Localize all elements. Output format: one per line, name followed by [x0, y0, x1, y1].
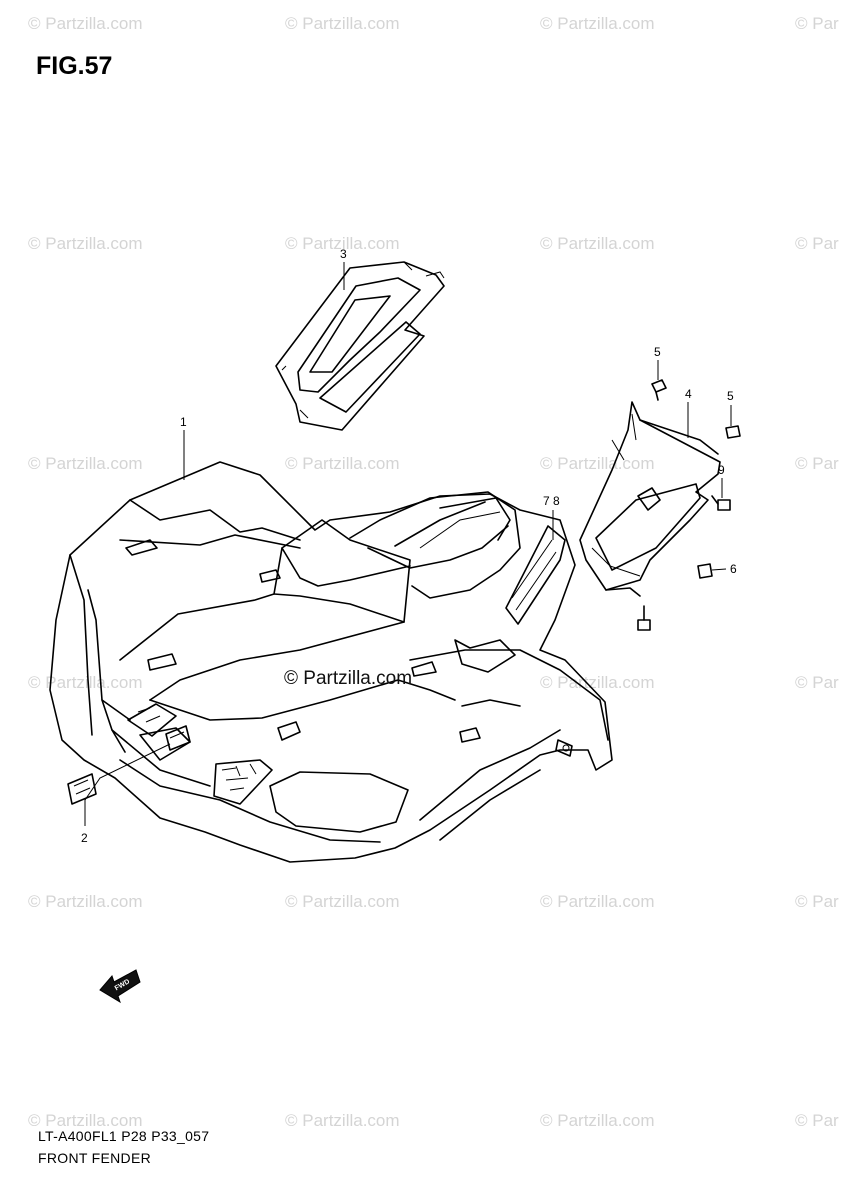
- watermark: © Partzilla.com: [28, 673, 143, 692]
- screw-6[interactable]: [697, 563, 713, 579]
- callout-4: 4: [685, 387, 692, 401]
- watermark: © Partzilla.com: [285, 892, 400, 911]
- watermark: © Partzilla.com: [285, 454, 400, 473]
- watermark: © Partzilla.com: [540, 892, 655, 911]
- watermark: © Partzilla.com: [285, 234, 400, 253]
- callout-3: 3: [340, 247, 347, 261]
- watermark: © Partzilla.com: [28, 14, 143, 33]
- watermark: © Par: [795, 234, 839, 253]
- screw-lower[interactable]: [637, 605, 651, 631]
- callout-6: 6: [730, 562, 737, 576]
- bolt-5-upper[interactable]: [651, 379, 667, 401]
- callout-5: 5: [727, 389, 734, 403]
- watermark: © Partzilla.com: [540, 1111, 655, 1130]
- watermark: © Partzilla.com: [28, 454, 143, 473]
- watermark: © Partzilla.com: [540, 673, 655, 692]
- watermark: © Partzilla.com: [28, 234, 143, 253]
- figure-name: FRONT FENDER: [38, 1150, 152, 1166]
- figure-title: FIG.57: [36, 52, 113, 80]
- screw-9[interactable]: [711, 495, 731, 511]
- watermark: © Partzilla.com: [28, 1111, 143, 1130]
- watermark: © Par: [795, 1111, 839, 1130]
- part-1-front-fender[interactable]: [49, 461, 613, 863]
- callout-5: 5: [654, 345, 661, 359]
- watermark: © Partzilla.com: [285, 14, 400, 33]
- callout-7-8: 7 8: [543, 494, 560, 508]
- watermark: © Partzilla.com: [540, 14, 655, 33]
- part-4-bracket[interactable]: [579, 401, 721, 597]
- center-watermark: © Partzilla.com: [284, 668, 413, 689]
- bolt-5-right[interactable]: [725, 425, 741, 439]
- callout-2: 2: [81, 831, 88, 845]
- leader-lines: [84, 262, 732, 826]
- watermark: © Par: [795, 454, 839, 473]
- model-code: LT-A400FL1 P28 P33_057: [38, 1128, 210, 1144]
- watermark: © Partzilla.com: [28, 892, 143, 911]
- callout-9: 9: [718, 463, 725, 477]
- watermark: © Partzilla.com: [285, 1111, 400, 1130]
- callout-1: 1: [180, 415, 187, 429]
- watermark: © Par: [795, 14, 839, 33]
- watermark: © Partzilla.com: [540, 454, 655, 473]
- watermark: © Par: [795, 673, 839, 692]
- fwd-arrow-icon: FWD: [99, 969, 141, 1004]
- watermark: © Partzilla.com: [540, 234, 655, 253]
- watermark: © Par: [795, 892, 839, 911]
- part-3-inner-panel[interactable]: [275, 261, 445, 431]
